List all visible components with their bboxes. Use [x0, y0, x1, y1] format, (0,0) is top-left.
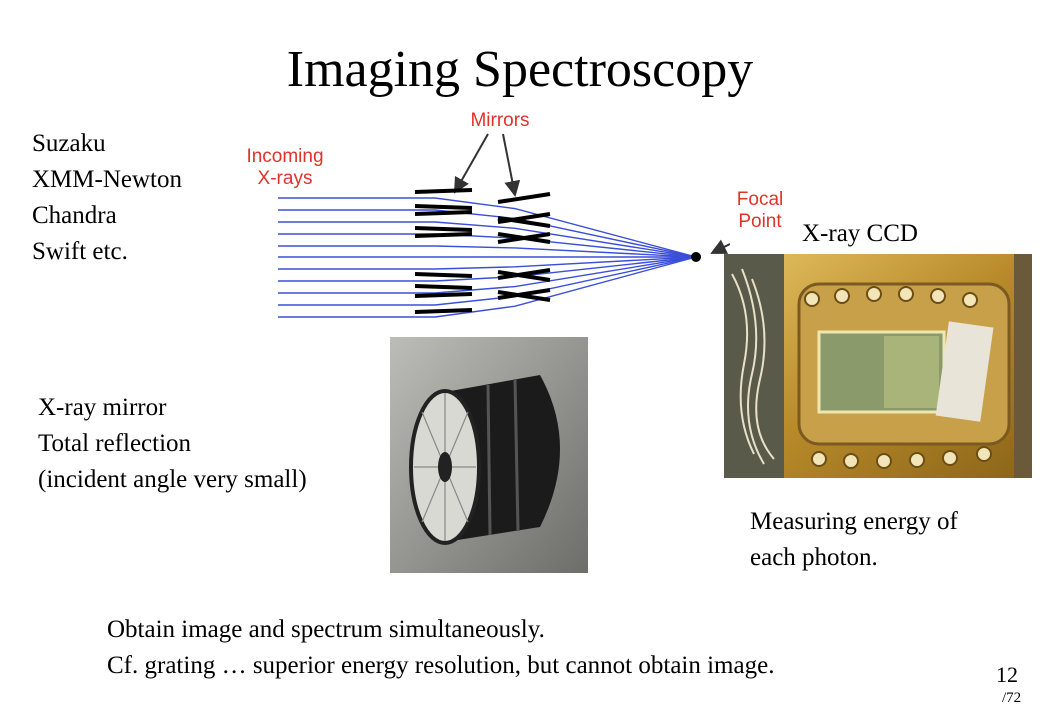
mirror-shell-segment [414, 232, 473, 238]
xray-ray [278, 209, 697, 258]
mirror-shell-segment [414, 292, 473, 298]
xray-ray [278, 245, 697, 258]
page-number: 12 [996, 662, 1018, 687]
mirror-shell-segment [414, 308, 473, 314]
mirror-shell-segment [414, 226, 473, 232]
mission-item-chandra: Chandra [32, 202, 117, 229]
mirror-shell-segment [497, 216, 551, 228]
mirror-caption: X-ray mirror Total reflection (incident … [38, 390, 307, 498]
focal-label-line1: Focal [736, 189, 784, 210]
mission-list: Suzaku XMM-Newton Chandra Swift etc. [32, 126, 182, 270]
focal-point-dot [691, 252, 701, 262]
mission-item-swift: Swift etc. [32, 238, 128, 265]
mirror-shell-segment [497, 270, 551, 282]
mirror-shell-segment [414, 284, 473, 290]
ccd-caption: Measuring energy of each photon. [750, 504, 958, 576]
mirror-shell-segment [497, 192, 551, 204]
mirrors-label: Mirrors [470, 110, 530, 131]
xray-ccd-photo [724, 254, 1032, 478]
ccd-caption-line1: Measuring energy of [750, 508, 958, 535]
mirror-shell-segment [414, 188, 473, 194]
xray-ray [278, 221, 697, 258]
incoming-label-line2: X-rays [257, 168, 313, 189]
mirror-shell-segment [414, 204, 473, 210]
mirror-caption-line1: X-ray mirror [38, 394, 167, 421]
focal-pointer-arrow [710, 239, 730, 254]
page-total: /72 [1002, 690, 1022, 706]
xray-ray [278, 256, 697, 306]
xray-ray [278, 197, 697, 258]
mirror-caption-line3: (incident angle very small) [38, 466, 307, 493]
xray-ray [278, 256, 697, 270]
xray-optics-diagram [278, 133, 730, 318]
slide-title: Imaging Spectroscopy [286, 41, 754, 98]
mirror-shell-segment [497, 232, 551, 244]
mirror-shell-segment [497, 290, 551, 302]
mirrors-pointer-arrow-right [502, 133, 521, 197]
xray-mirror-photo [390, 337, 588, 573]
mirror-shell-segment [414, 210, 473, 216]
mirrors-pointer-arrow-left [454, 133, 489, 194]
incoming-xrays-label: Incoming X-rays [230, 146, 340, 190]
bottom-text: Obtain image and spectrum simultaneously… [107, 612, 774, 684]
bottom-text-line1: Obtain image and spectrum simultaneously… [107, 616, 545, 643]
xray-ray [278, 233, 697, 258]
ccd-caption-line2: each photon. [750, 544, 878, 571]
focal-label-line2: Point [738, 211, 782, 232]
xray-rays [278, 197, 697, 318]
xray-ray [278, 256, 697, 282]
xray-ray [278, 256, 697, 294]
mirror-caption-line2: Total reflection [38, 430, 192, 457]
bottom-text-line2: Cf. grating … superior energy resolution… [107, 652, 775, 679]
mission-item-xmm-newton: XMM-Newton [32, 166, 182, 193]
focal-point-label: Focal Point [720, 189, 800, 233]
incoming-label-line1: Incoming [246, 146, 324, 167]
mission-item-suzaku: Suzaku [32, 130, 106, 157]
mirror-shells [414, 188, 551, 314]
mirror-shell-segment [414, 272, 473, 278]
xray-ray [278, 256, 697, 318]
ccd-label: X-ray CCD [802, 220, 918, 247]
